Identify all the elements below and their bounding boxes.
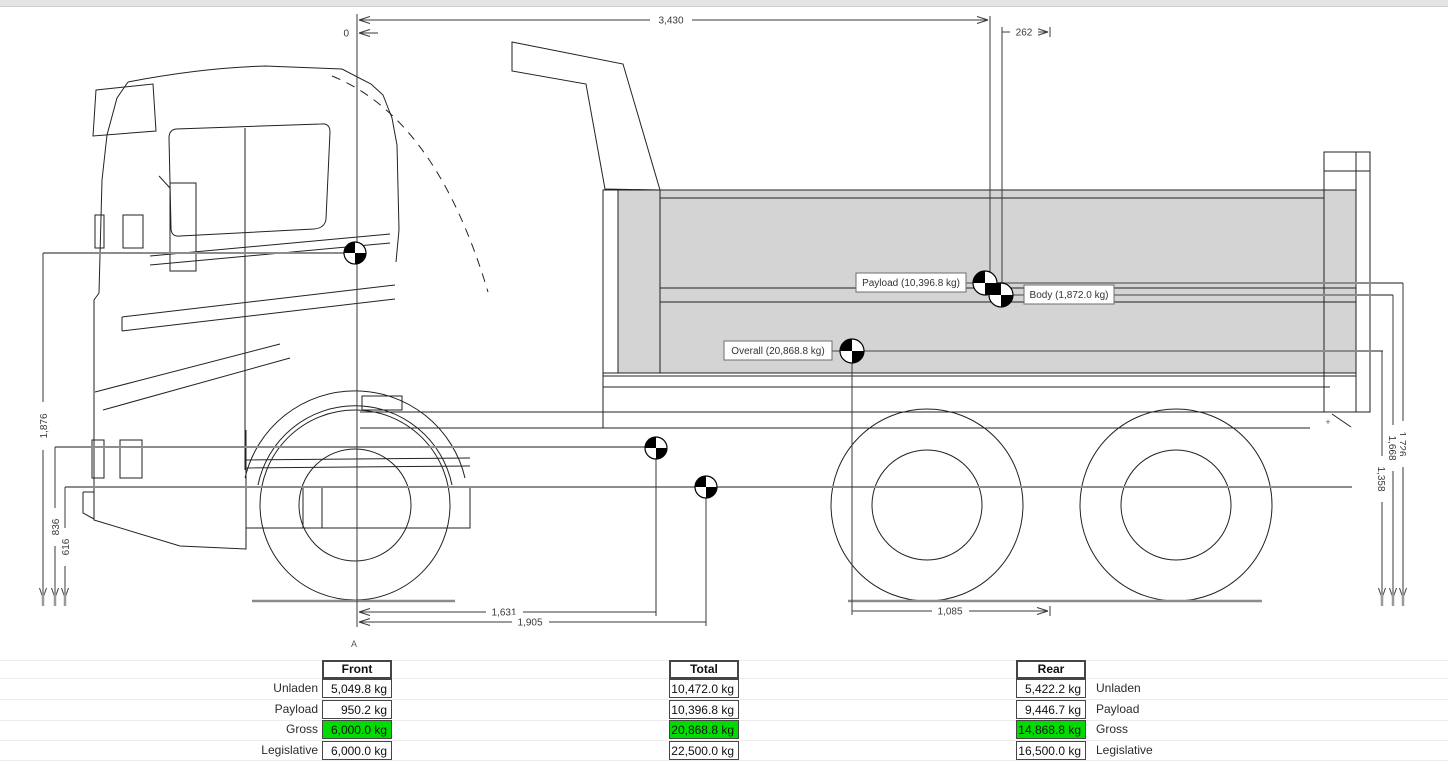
overall-cg-icon[interactable]: [839, 338, 865, 364]
body-cg-label-text: Body (1,872.0 kg): [1030, 290, 1109, 301]
dim-1905: 1,905: [517, 618, 542, 629]
front-row-label-gross: Gross: [285, 722, 318, 736]
front-unladen-value: 5,049.8 kg: [322, 679, 392, 698]
total-legislative-value: 22,500.0 kg: [669, 741, 739, 760]
tipping-arc: [331, 75, 489, 293]
dim-262: 262: [1016, 28, 1033, 39]
total-payload-value: 10,396.8 kg: [669, 700, 739, 719]
front-row-label-legislative: Legislative: [261, 743, 318, 757]
wheels: [259, 408, 1273, 602]
total-table-header: Total: [669, 660, 739, 679]
rear-gross-value: 14,868.8 kg: [1016, 720, 1086, 739]
payload-cg-label[interactable]: Payload (10,396.8 kg): [855, 272, 967, 293]
dim-zero: 0: [343, 29, 349, 40]
unladen-cg-icon[interactable]: [694, 475, 718, 499]
dimension-lines: [39, 14, 1407, 627]
front-wheel: [259, 409, 451, 601]
dim-836: 836: [51, 518, 62, 535]
dim-1876: 1,876: [39, 413, 50, 438]
cg-callouts: Payload (10,396.8 kg) Body (1,872.0 kg) …: [723, 272, 1115, 361]
total-gross-value: 20,868.8 kg: [669, 720, 739, 739]
section-marker-a: A: [351, 639, 357, 649]
dim-1726: 1,726: [1396, 431, 1407, 456]
front-table-header: Front: [322, 660, 392, 679]
grid-line: [0, 740, 1448, 741]
ground-ticks: [41, 593, 1405, 606]
dim-1631: 1,631: [491, 608, 516, 619]
rear-row-label-legislative: Legislative: [1096, 743, 1153, 757]
total-unladen-value: 10,472.0 kg: [669, 679, 739, 698]
cab-cg-icon[interactable]: [343, 241, 367, 265]
rear-row-label-payload: Payload: [1096, 702, 1140, 716]
front-row-label-payload: Payload: [274, 702, 318, 716]
rear-wheel-1: [830, 408, 1024, 602]
tipper-body: [511, 41, 1371, 428]
dim-616: 616: [61, 538, 72, 555]
dim-3430: 3,430: [658, 16, 683, 27]
grid-line: [0, 760, 1448, 761]
front-legislative-value: 6,000.0 kg: [322, 741, 392, 760]
rear-payload-value: 9,446.7 kg: [1016, 700, 1086, 719]
dimension-text: 3,430 0 262 1,876 836 616 1,726 1,668 1,…: [37, 13, 1410, 649]
cab: [82, 65, 489, 550]
cg-symbols: [343, 241, 1014, 499]
truck-drawing: [82, 41, 1371, 603]
body-cg-label[interactable]: Body (1,872.0 kg): [1023, 284, 1115, 305]
dim-1668: 1,668: [1386, 435, 1397, 460]
overall-cg-label-text: Overall (20,868.8 kg): [731, 346, 824, 357]
dim-1358: 1,358: [1375, 466, 1386, 491]
rear-row-label-gross: Gross: [1096, 722, 1129, 736]
front-gross-value: 6,000.0 kg: [322, 720, 392, 739]
chassis-rails: [360, 395, 1370, 429]
truck-side-view-diagram: 3,430 0 262 1,876 836 616 1,726 1,668 1,…: [37, 13, 1410, 649]
overall-cg-label[interactable]: Overall (20,868.8 kg): [723, 340, 833, 361]
body-canopy: [511, 41, 661, 191]
rear-unladen-value: 5,422.2 kg: [1016, 679, 1086, 698]
rear-wheel-2: [1079, 408, 1273, 602]
rear-row-label-unladen: Unladen: [1096, 681, 1141, 695]
chassis-cg-icon[interactable]: [644, 436, 668, 460]
dim-1085: 1,085: [937, 607, 962, 618]
grid-line: [0, 699, 1448, 700]
window-top-strip: [0, 0, 1448, 7]
plus-marker: +: [1325, 417, 1330, 427]
front-payload-value: 950.2 kg: [322, 700, 392, 719]
mirror: [169, 182, 197, 272]
rear-legislative-value: 16,500.0 kg: [1016, 741, 1086, 760]
payload-cg-label-text: Payload (10,396.8 kg): [862, 278, 960, 289]
side-window: [168, 123, 331, 237]
front-row-label-unladen: Unladen: [273, 681, 318, 695]
body-cg-icon[interactable]: [988, 282, 1014, 308]
rear-table-header: Rear: [1016, 660, 1086, 679]
